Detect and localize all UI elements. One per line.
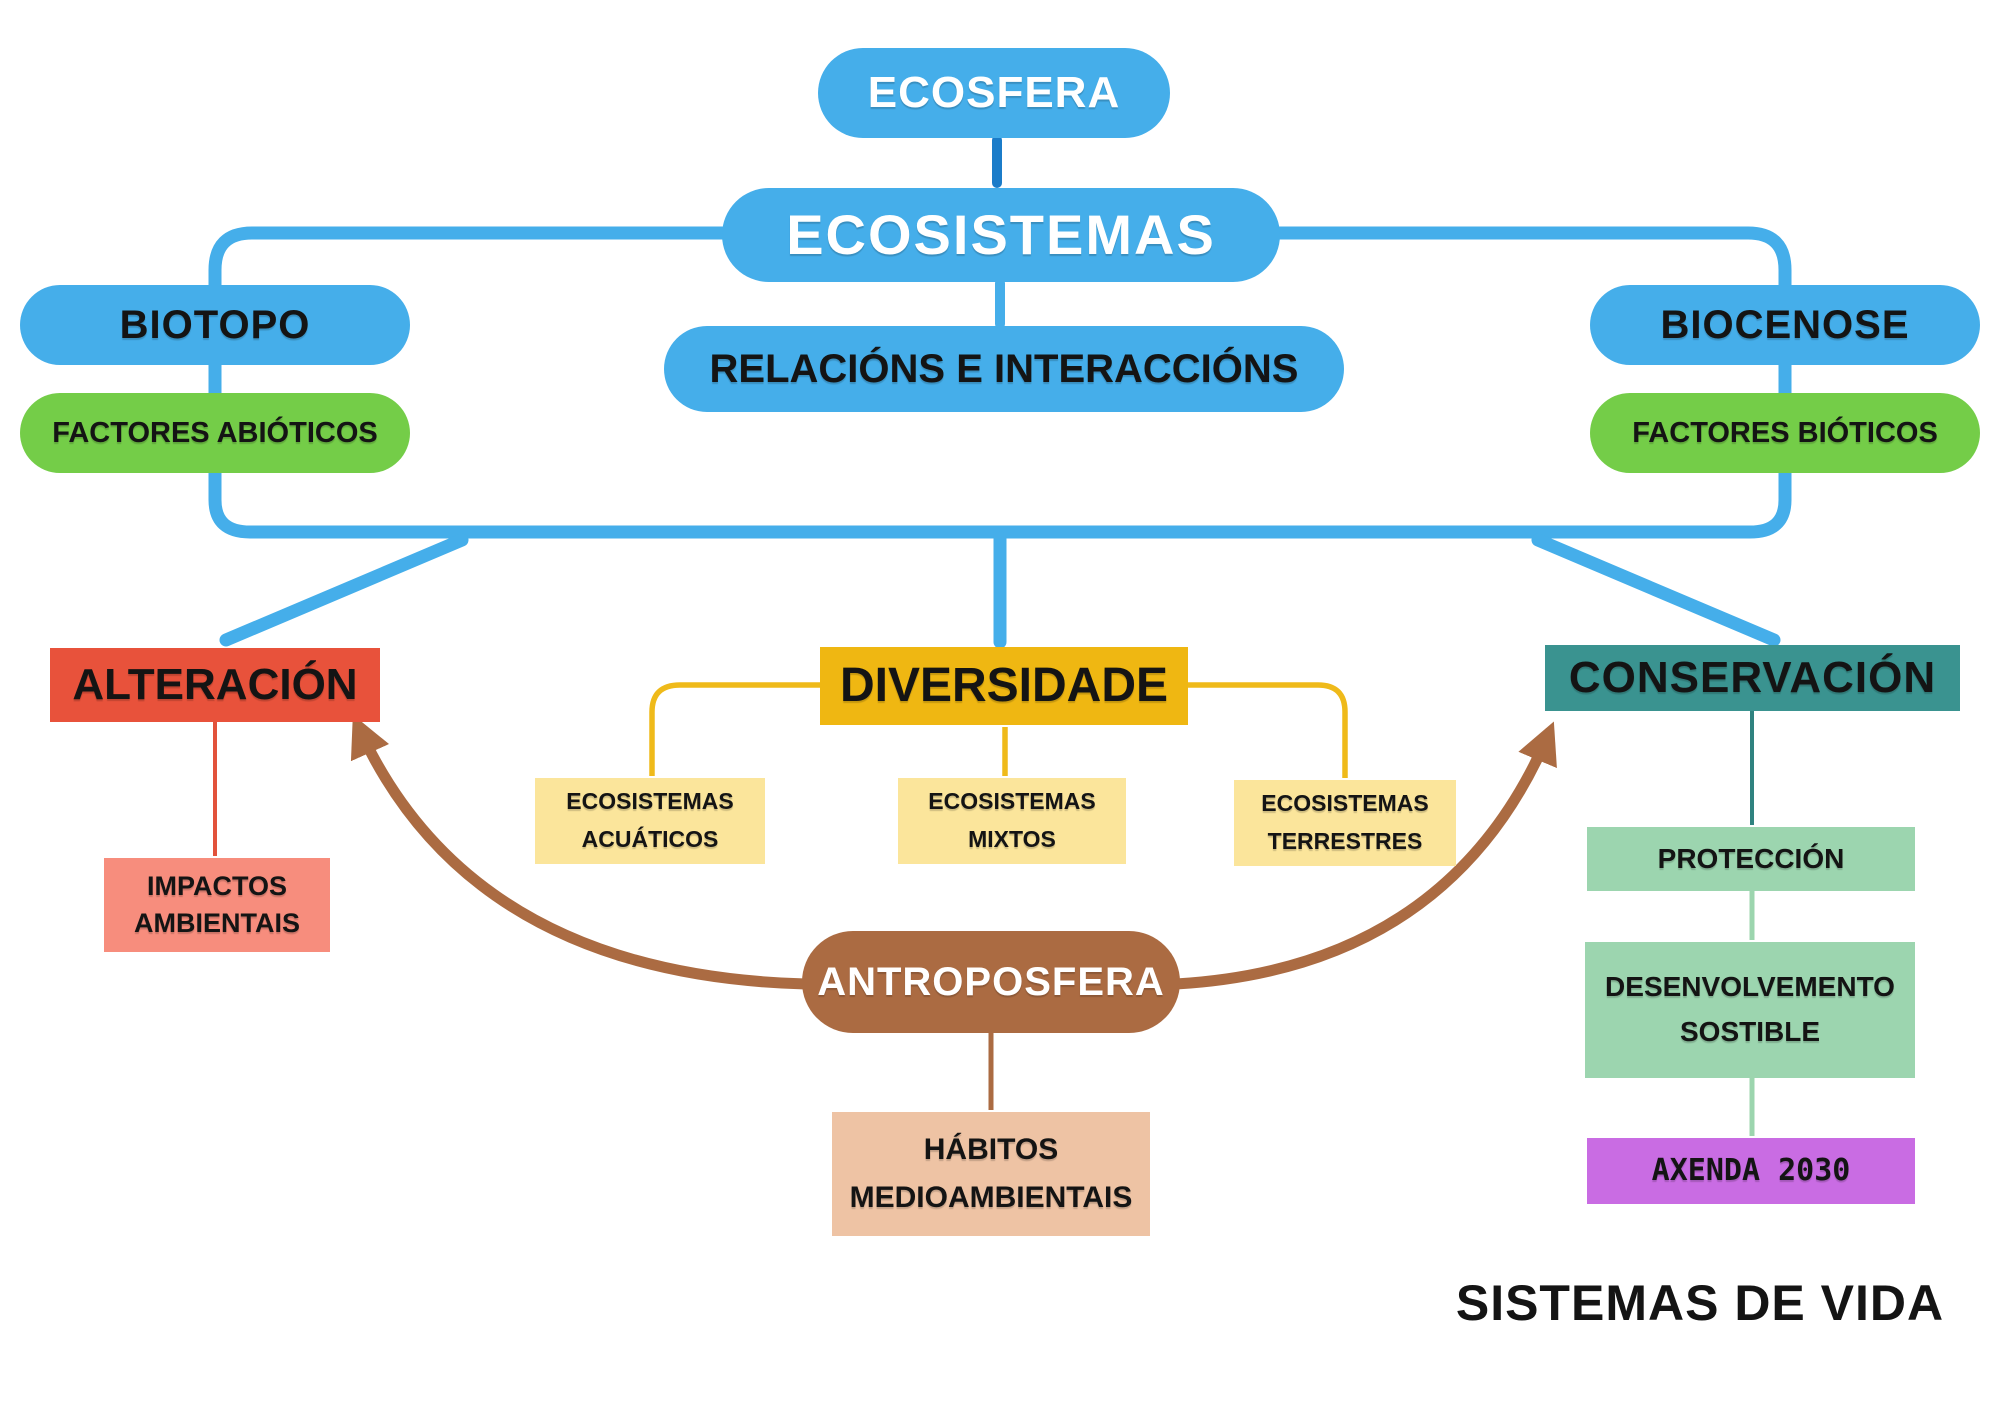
node-label: ANTROPOSFERA xyxy=(817,960,1165,1004)
node-biocenose: BIOCENOSE xyxy=(1590,285,1980,365)
node-label: ECOSFERA xyxy=(867,67,1121,117)
node-label-line1: ECOSISTEMAS xyxy=(928,788,1096,815)
node-label-line1: ECOSISTEMAS xyxy=(1261,790,1429,817)
node-ecosistemas-mixtos: ECOSISTEMAS MIXTOS xyxy=(898,778,1126,864)
connector-bus-alteracion xyxy=(219,533,469,647)
node-conservacion: CONSERVACIÓN xyxy=(1545,645,1960,711)
node-label-line2: MEDIOAMBIENTAIS xyxy=(849,1181,1133,1214)
node-ecosistemas-terrestres: ECOSISTEMAS TERRESTRES xyxy=(1234,780,1456,866)
node-axenda-2030: AXENDA 2030 xyxy=(1587,1138,1915,1204)
node-impactos-ambientais: IMPACTOS AMBIENTAIS xyxy=(104,858,330,952)
node-label: FACTORES BIÓTICOS xyxy=(1632,416,1938,449)
node-label: BIOTOPO xyxy=(119,303,311,347)
node-ecosfera: ECOSFERA xyxy=(818,48,1170,138)
node-ecosistemas-acuaticos: ECOSISTEMAS ACUÁTICOS xyxy=(535,778,765,864)
connector-bus-conservacion xyxy=(1531,533,1781,647)
node-label: RELACIÓNS E INTERACCIÓNS xyxy=(709,347,1299,391)
node-label: ECOSISTEMAS xyxy=(786,203,1216,267)
node-label: BIOCENOSE xyxy=(1660,303,1910,347)
node-alteracion: ALTERACIÓN xyxy=(50,648,380,722)
node-label-line2: ACUÁTICOS xyxy=(581,826,719,852)
node-antroposfera: ANTROPOSFERA xyxy=(802,931,1180,1033)
node-desenvolvemento-sostible: DESENVOLVEMENTO SOSTIBLE xyxy=(1585,942,1915,1078)
node-factores-bioticos: FACTORES BIÓTICOS xyxy=(1590,393,1980,473)
node-label: AXENDA 2030 xyxy=(1651,1153,1851,1188)
node-label: ALTERACIÓN xyxy=(72,659,358,709)
node-label: DIVERSIDADE xyxy=(839,659,1169,713)
node-label-line2: AMBIENTAIS xyxy=(134,908,300,938)
connector-diversidade-terrestres xyxy=(1188,682,1348,778)
node-ecosistemas: ECOSISTEMAS xyxy=(722,188,1280,282)
node-label-line1: IMPACTOS xyxy=(146,870,287,901)
arrow-antroposfera-alteracion xyxy=(350,714,812,990)
node-relacions-e-interaccions: RELACIÓNS E INTERACCIÓNS xyxy=(664,326,1344,412)
node-label: PROTECCIÓN xyxy=(1657,843,1845,875)
node-label-line2: SOSTIBLE xyxy=(1679,1016,1820,1047)
node-factores-abioticos: FACTORES ABIÓTICOS xyxy=(20,393,410,473)
node-label-line2: MIXTOS xyxy=(968,826,1056,852)
node-label-line2: TERRESTRES xyxy=(1267,828,1423,854)
node-label-line1: HÁBITOS xyxy=(923,1133,1059,1166)
node-diversidade: DIVERSIDADE xyxy=(820,647,1188,725)
page-title-text: SISTEMAS DE VIDA xyxy=(1455,1275,1945,1331)
node-label: CONSERVACIÓN xyxy=(1568,652,1937,702)
node-biotopo: BIOTOPO xyxy=(20,285,410,365)
node-label: FACTORES ABIÓTICOS xyxy=(52,416,378,449)
node-label-line1: ECOSISTEMAS xyxy=(566,788,734,815)
node-label-line1: DESENVOLVEMENTO xyxy=(1605,971,1895,1003)
page-title: SISTEMAS DE VIDA xyxy=(1420,1272,1980,1334)
node-habitos-medioambientais: HÁBITOS MEDIOAMBIENTAIS xyxy=(832,1112,1150,1236)
arrow-antroposfera-conservacion xyxy=(1170,721,1557,990)
node-proteccion: PROTECCIÓN xyxy=(1587,827,1915,891)
connector-diversidade-acuaticos xyxy=(649,682,822,776)
